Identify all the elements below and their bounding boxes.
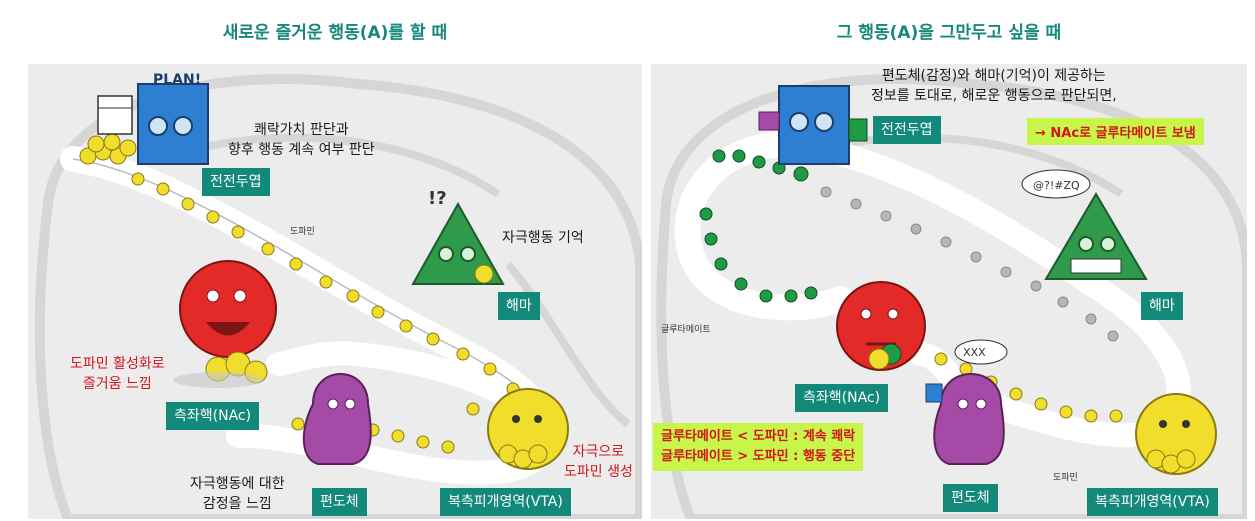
right-panel-title: 그 행동(A)을 그만두고 싶을 때	[836, 23, 1062, 43]
nac-character	[173, 260, 277, 388]
glutamate-tube	[674, 131, 854, 321]
vta-character-right	[1135, 393, 1217, 475]
pfc-label-right: 전전두엽	[873, 116, 941, 144]
dopamine-tag: 도파민	[290, 227, 315, 237]
right-panel: @?!#ZQ XXX 편도체(감정)와	[651, 64, 1247, 519]
svg-text:!?: !?	[428, 188, 447, 209]
dopamine-tag-right: 도파민	[1053, 473, 1078, 483]
amygdala-description: 자극행동에 대한 감정을 느낌	[190, 476, 285, 512]
glutamate-dots	[699, 149, 818, 303]
dopamine-pile	[79, 133, 137, 165]
vta-label-right: 복측피개영역(VTA)	[1087, 488, 1218, 516]
amygdala-label-right: 편도체	[943, 484, 998, 512]
right-illustration: @?!#ZQ XXX	[656, 74, 1247, 519]
nac-character-right	[836, 281, 926, 371]
hippocampus-character-right	[1021, 169, 1148, 280]
comparison-note: 글루타메이트 < 도파민 : 계속 쾌락 글루타메이트 > 도파민 : 행동 중…	[653, 423, 864, 471]
hippocampus-bubble: @?!#ZQ	[1033, 179, 1080, 192]
right-top-description: 편도체(감정)와 해마(기억)이 제공하는 정보를 토대로, 해로운 행동으로 …	[871, 68, 1117, 104]
glutamate-send-note: → NAc로 글루타메이트 보냄	[1027, 118, 1204, 145]
pfc-description: 쾌락가치 판단과 향후 행동 계속 여부 판단	[228, 122, 375, 158]
pfc-character	[97, 83, 209, 165]
nac-label: 측좌핵(NAc)	[166, 402, 260, 430]
left-panel: PLAN! !?	[28, 64, 642, 519]
amygdala-character-right	[925, 339, 1008, 465]
nac-label-right: 측좌핵(NAc)	[795, 384, 889, 412]
amygdala-label: 편도체	[312, 488, 367, 516]
grey-dots	[820, 186, 1119, 342]
vta-character	[487, 388, 569, 470]
hippocampus-label: 해마	[498, 292, 540, 320]
plan-text: PLAN!	[153, 72, 201, 88]
hippocampus-label-right: 해마	[1141, 292, 1183, 320]
vta-description: 자극으로 도파민 생성	[564, 444, 633, 480]
amygdala-character	[302, 373, 372, 465]
nac-description: 도파민 활성화로 즐거움 느낌	[70, 356, 165, 392]
vta-label: 복측피개영역(VTA)	[440, 488, 571, 516]
pfc-label: 전전두엽	[202, 168, 270, 196]
amygdala-bubble: XXX	[963, 346, 986, 359]
left-panel-title: 새로운 즐거운 행동(A)를 할 때	[222, 23, 448, 43]
pfc-character-right	[758, 85, 868, 165]
glutamate-tag: 글루타메이트	[661, 325, 711, 335]
hippocampus-character: !?	[411, 188, 505, 285]
hippocampus-description: 자극행동 기억	[502, 230, 584, 246]
left-illustration: PLAN! !?	[34, 72, 642, 519]
